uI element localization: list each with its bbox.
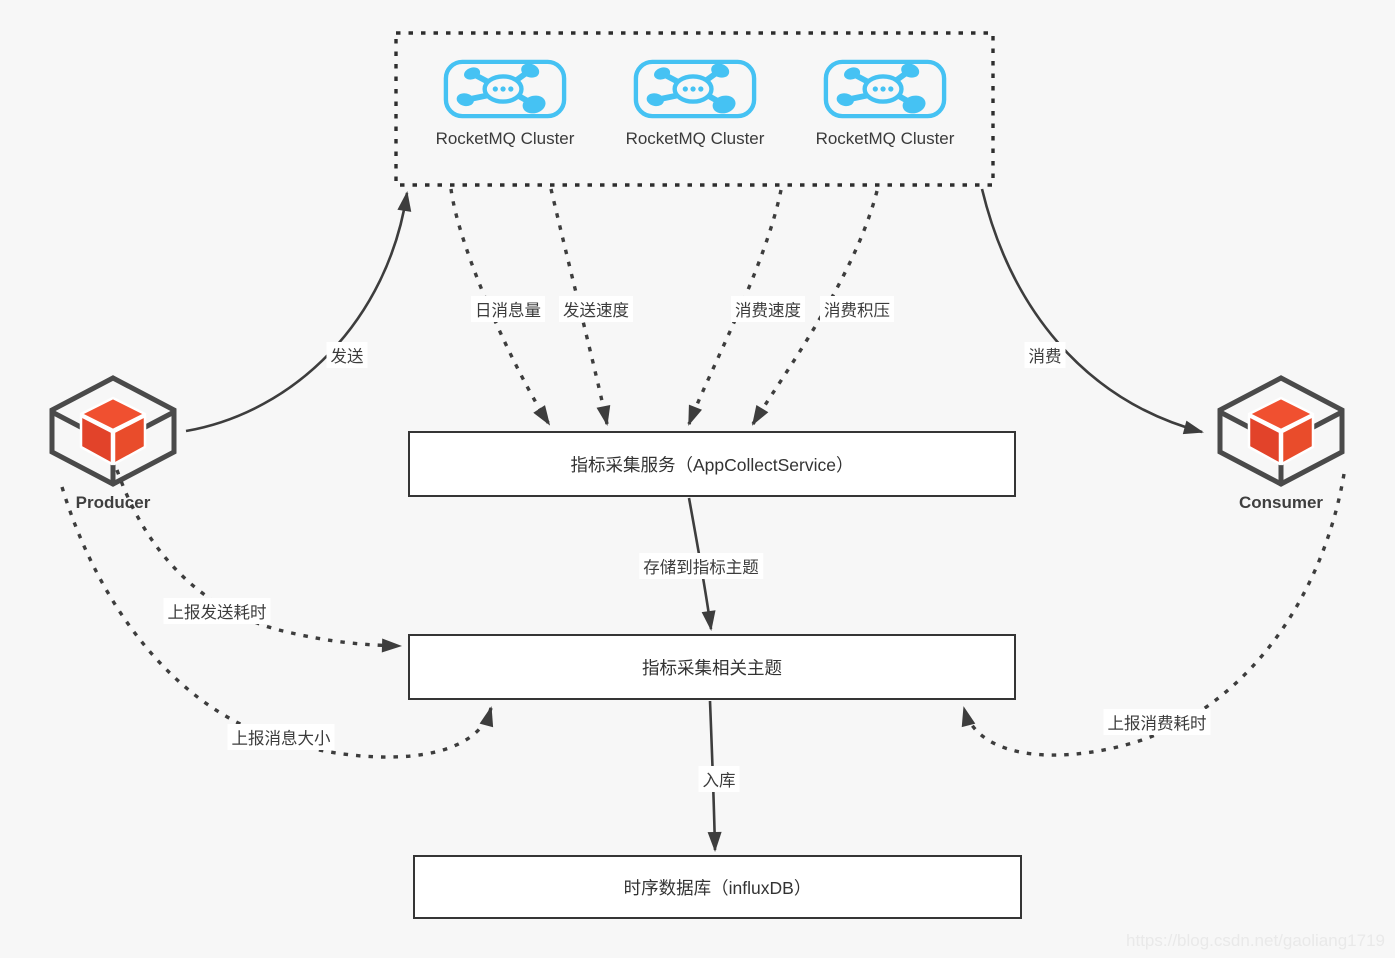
edge-send [185, 191, 412, 433]
edge-label-into-db: 入库 [698, 766, 740, 792]
consumer-label: Consumer [1238, 493, 1324, 512]
producer-label: Producer [75, 493, 151, 512]
edge-label-report-send-cost: 上报发送耗时 [163, 598, 271, 624]
metric-topics-box: 指标采集相关主题 [408, 634, 1016, 700]
collect-service-box: 指标采集服务（AppCollectService） [408, 431, 1016, 497]
rocketmq-cluster-label: RocketMQ Cluster [435, 129, 575, 148]
rocketmq-cluster-icon [823, 59, 947, 119]
rocketmq-cluster-icon [633, 59, 757, 119]
rocketmq-cluster-label: RocketMQ Cluster [625, 129, 765, 148]
tsdb-box: 时序数据库（influxDB） [413, 855, 1022, 919]
consumer-node: Consumer [1214, 372, 1348, 513]
edge-label-consume-backlog: 消费积压 [820, 296, 894, 322]
rocketmq-cluster-item: RocketMQ Cluster [435, 58, 575, 149]
rocketmq-cluster-item: RocketMQ Cluster [815, 58, 955, 149]
edge-label-send: 发送 [326, 342, 368, 368]
edge-label-consume: 消费 [1024, 342, 1066, 368]
rocketmq-cluster-icon [443, 59, 567, 119]
edge-label-store-to-topic: 存储到指标主题 [639, 553, 763, 579]
producer-cube-icon [49, 375, 177, 487]
rocketmq-cluster-panel: RocketMQ Cluster Rock [395, 32, 995, 185]
producer-node: Producer [46, 372, 180, 513]
rocketmq-cluster-label: RocketMQ Cluster [815, 129, 955, 148]
edge-label-send-speed: 发送速度 [559, 296, 633, 322]
rocketmq-cluster-item: RocketMQ Cluster [625, 58, 765, 149]
edge-report-msg-size [60, 486, 494, 759]
watermark: https://blog.csdn.net/gaoliang1719 [1126, 931, 1385, 950]
edge-label-report-msg-size: 上报消息大小 [227, 724, 335, 750]
edge-label-daily-msg-volume: 日消息量 [471, 296, 545, 322]
consumer-cube-icon [1217, 375, 1345, 487]
edge-consume [980, 188, 1204, 435]
edge-label-report-consume-cost: 上报消费耗时 [1103, 709, 1211, 735]
edge-label-consume-speed: 消费速度 [731, 296, 805, 322]
